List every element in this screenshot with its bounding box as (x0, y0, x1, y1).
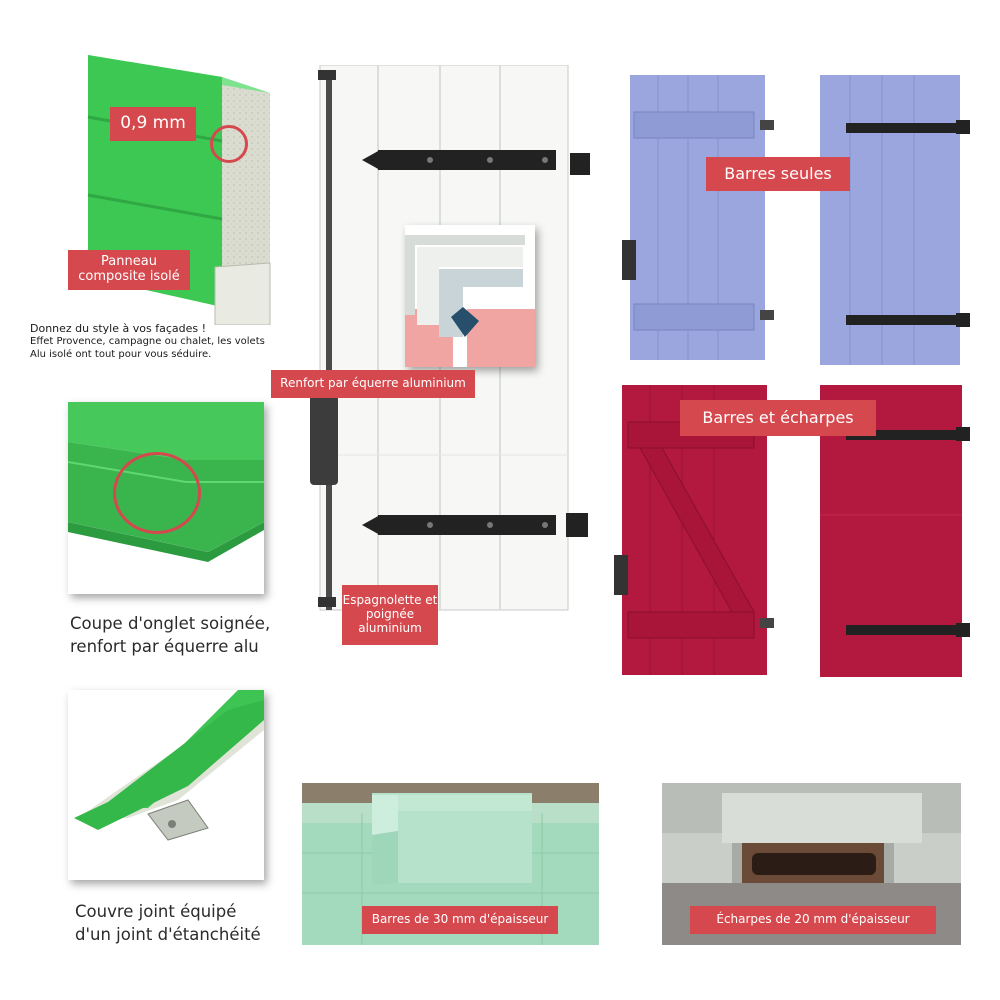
joint-caption: Couvre joint équipé d'un joint d'étanché… (75, 902, 261, 944)
miter-caption: Coupe d'onglet soignée, renfort par éque… (70, 614, 271, 656)
reinforcement-label: Renfort par équerre aluminium (271, 370, 475, 398)
joint-cover-image (68, 690, 264, 880)
bars-thickness-label: Barres de 30 mm d'épaisseur (362, 906, 558, 934)
thickness-circle (210, 125, 248, 163)
lavender-shutters-image (610, 70, 980, 370)
braces-thickness-label: Écharpes de 20 mm d'épaisseur (690, 906, 936, 934)
espagnolette-label: Espagnolette et poignée aluminium (342, 585, 438, 645)
intro-title: Donnez du style à vos façades ! (30, 322, 206, 335)
intro-body: Effet Provence, campagne ou chalet, les … (30, 336, 265, 360)
bars-only-label: Barres seules (706, 157, 850, 191)
bars-and-braces-label: Barres et écharpes (680, 400, 876, 436)
corner-bracket-image (405, 225, 535, 367)
miter-circle (113, 452, 201, 534)
intro-text: Donnez du style à vos façades ! Effet Pr… (30, 322, 290, 361)
panel-label: Panneau composite isolé (68, 250, 190, 290)
thickness-label: 0,9 mm (110, 107, 196, 141)
miter-corner-image (68, 402, 264, 594)
